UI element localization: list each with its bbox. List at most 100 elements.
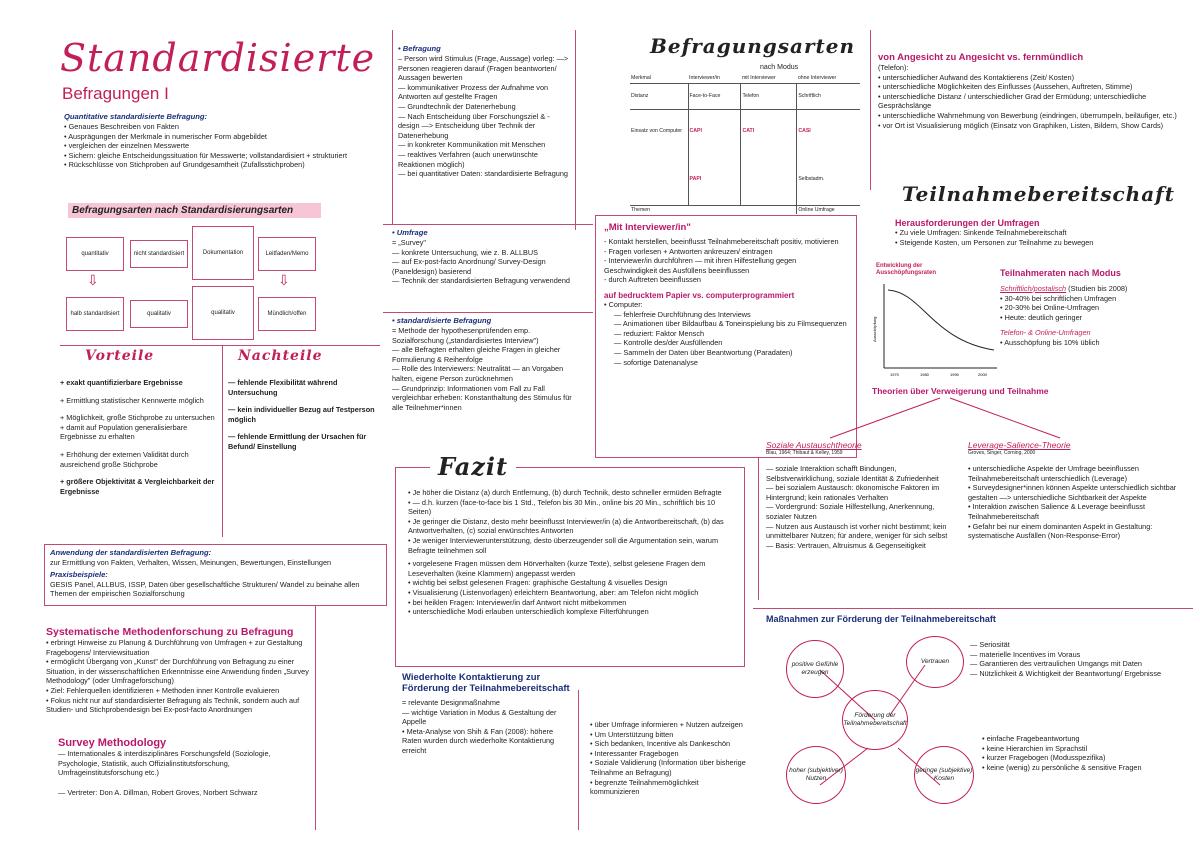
kosten-list: einfache Fragebeantwortung keine Hierarc… — [982, 734, 1182, 772]
herausf-heading: Herausforderungen der Umfragen — [895, 218, 1040, 228]
anwendung-text: zur Ermittlung von Fakten, Verhalten, Wi… — [50, 558, 332, 567]
wiederholte-section: Wiederholte Kontaktierung zur Förderung … — [402, 672, 570, 756]
table-cell: CASI — [796, 109, 860, 153]
sozial-section: Soziale Austauschtheorie Blau, 1964; Thi… — [766, 440, 951, 550]
table-cell: Schriftlich — [796, 83, 860, 110]
table-row: Distanz Face-to-Face Telefon Schriftlich — [630, 83, 860, 110]
list-item: — Rolle des Interviewers: Neutralität — … — [392, 364, 564, 383]
umfrage-heading: • Umfrage — [392, 228, 428, 237]
befragungsarten-heading: Befragungsarten — [650, 34, 856, 58]
flow-box: qualitativ — [192, 286, 254, 340]
list-item: — fehlende Flexibilität während Untersuc… — [228, 378, 338, 397]
table-row: Einsatz von Computer CAPI CATI CASI — [630, 109, 860, 153]
list-item: — Nutzen aus Austausch ist vorher nicht … — [766, 521, 948, 541]
list-item: unterschiedliche Distanz / unterschiedli… — [878, 92, 1178, 111]
flow-box: nicht standardisiert — [130, 240, 188, 268]
list-item: Geschwindigkeit des Ausfüllens beeinflus… — [604, 265, 750, 275]
quant-heading: Quantitative standardisierte Befragung: — [64, 112, 208, 121]
list-item: - durch Auftreten beeinflussen — [604, 275, 701, 285]
nachteile-heading: Nachteile — [238, 348, 323, 364]
raten-heading: Teilnahmeraten nach Modus — [1000, 268, 1121, 278]
list-item: ermöglicht Übergang von „Kunst" der Durc… — [46, 657, 316, 686]
list-item: Interaktion zwischen Salience & Leverage… — [968, 502, 1183, 521]
flow-box: qualitativ — [130, 300, 188, 328]
list-item: — fehlende Ermittlung der Ursachen für B… — [228, 432, 367, 451]
wiederholte-heading: Wiederholte Kontaktierung zur Förderung … — [402, 672, 570, 694]
list-item: Rückschlüsse von Stichproben auf Grundge… — [64, 160, 374, 170]
interviewer-box: „Mit Interviewer/in" - Kontakt herstelle… — [595, 215, 857, 458]
list-item: — Grundprinzip: Informationen vom Fall z… — [392, 383, 572, 412]
list-item: Soziale Validierung (Information über bi… — [590, 758, 750, 777]
table-cell: Distanz — [630, 83, 688, 110]
beispiele-heading: Praxisbeispiele: — [50, 569, 108, 579]
list-item: Interessanter Fragebogen — [590, 749, 750, 759]
beispiele-text: GESIS Panel, ALLBUS, ISSP, Daten über ge… — [50, 579, 360, 599]
list-item: Steigende Kosten, um Personen zur Teilna… — [895, 238, 1185, 248]
umfrage-heading-text: Umfrage — [396, 228, 428, 237]
list-item: — reduziert: Faktor Mensch — [614, 328, 705, 338]
x-tick: 1970 — [890, 372, 900, 377]
survey-heading: Survey Methodology — [58, 737, 167, 749]
table-cell — [688, 204, 741, 214]
list-item: - Kontakt herstellen, beeinflusst Teilna… — [604, 237, 839, 246]
list-item: unterschiedlicher Aufwand des Kontaktier… — [878, 73, 1178, 83]
flow-box: Mündlich/offen — [258, 297, 316, 331]
list-item: Sich bedanken, Incentive als Dankeschön — [590, 739, 750, 749]
circle-kosten: geringe (subjektive) Kosten — [914, 746, 974, 804]
list-item: — Sammeln der Daten über Beantwortung (P… — [614, 347, 793, 357]
list-item: — sofortige Datenanalyse — [614, 357, 698, 367]
list-item: über Umfrage informieren + Nutzen aufzei… — [590, 720, 750, 730]
circle-nutzen: hoher (subjektiver) Nutzen — [786, 746, 846, 804]
stdbefragung-heading-text: standardisierte Befragung — [396, 316, 492, 325]
x-tick: 1990 — [950, 372, 960, 377]
chart-title: Entwicklung der Ausschöpfungsraten — [876, 263, 937, 276]
table-row: Merkmal Interviewer/in mit Interviewer o… — [630, 74, 860, 84]
page-subtitle: Befragungen I — [62, 84, 169, 103]
list-item: unterschiedliche Aspekte der Umfrage bee… — [968, 464, 1183, 483]
table-cell — [740, 204, 797, 214]
survey-section: Survey Methodology — Internationales & i… — [58, 737, 313, 797]
flow-box: halb standardisiert — [66, 297, 124, 331]
telefon-label: Telefon- & Online-Umfragen — [1000, 328, 1091, 338]
nutzen-list: über Umfrage informieren + Nutzen aufzei… — [590, 720, 750, 797]
table-cell: CATI — [740, 109, 797, 153]
list-item: 30-40% bei schriftlichen Umfragen — [1000, 294, 1190, 304]
list-item: = Methode der hypothesenprüfenden emp. S… — [392, 326, 539, 345]
stdbefragung-heading: • standardisierte Befragung — [392, 316, 492, 325]
list-item: einfache Fragebeantwortung — [982, 734, 1182, 744]
list-item: — materielle Incentives im Voraus — [970, 649, 1081, 659]
list-item: — Seriosität — [970, 640, 1010, 649]
standard-heading: Befragungsarten nach Standardisierungsar… — [68, 203, 321, 218]
befragungsarten-sub: nach Modus — [760, 64, 799, 71]
angesicht-sub: (Telefon): — [878, 63, 909, 72]
list-item: unterschiedliche Möglichkeiten des Einfl… — [878, 82, 1178, 92]
sozial-heading: Soziale Austauschtheorie — [766, 440, 862, 450]
flow-box: Dokumentation — [192, 226, 254, 280]
survey-vertreter: — Vertreter: Don A. Dillman, Robert Grov… — [58, 787, 258, 797]
trend-line — [887, 289, 995, 351]
schriftlich-label: Schriftlich/postalisch — [1000, 284, 1067, 293]
angesicht-section: von Angesicht zu Angesicht vs. fernmündl… — [878, 52, 1178, 130]
quant-section: Quantitative standardisierte Befragung: … — [64, 112, 374, 170]
anwendung-box: Anwendung der standardisierten Befragung… — [44, 544, 387, 606]
list-item: Ausschöpfung bis 10% üblich — [1000, 338, 1190, 348]
list-item: Heute: deutlich geringer — [1000, 313, 1190, 323]
anwendung-heading: Anwendung der standardisierten Befragung… — [50, 548, 212, 557]
list-item: begrenzte Teilnahmemöglichkeit kommunizi… — [590, 778, 750, 797]
list-item: – Person wird Stimulus (Frage, Aussage) … — [398, 54, 569, 83]
list-item: - Interviewer/in durchführen — mit ihren… — [604, 256, 797, 266]
list-item: — fehlerfreie Durchführung des Interview… — [614, 309, 751, 319]
list-item: = relevante Designmaßnahme — [402, 698, 500, 707]
flow-box: Leitfaden/Memo — [258, 237, 316, 271]
befragung-section: • Befragung – Person wird Stimulus (Frag… — [398, 44, 570, 179]
list-item: bei heiklen Fragen: Interviewer/in darf … — [408, 598, 736, 608]
leverage-src: Groves, Singer, Corning, 2000 — [968, 450, 1036, 456]
circle-positive: positive Gefühle erzeugen — [786, 640, 844, 698]
list-item: unterschiedliche Wahrnehmung von Bewerbu… — [878, 111, 1178, 121]
arrow-left-icon — [829, 397, 941, 439]
list-item: + exakt quantifizierbare Ergebnisse — [60, 378, 183, 387]
table-cell: PAPI — [687, 153, 741, 205]
list-item: keine Hierarchien im Sprachstil — [982, 744, 1182, 754]
list-item: — in konkreter Kommunikation mit Mensche… — [398, 140, 546, 150]
list-item: — bei quantitativer Daten: standardisier… — [398, 169, 568, 179]
